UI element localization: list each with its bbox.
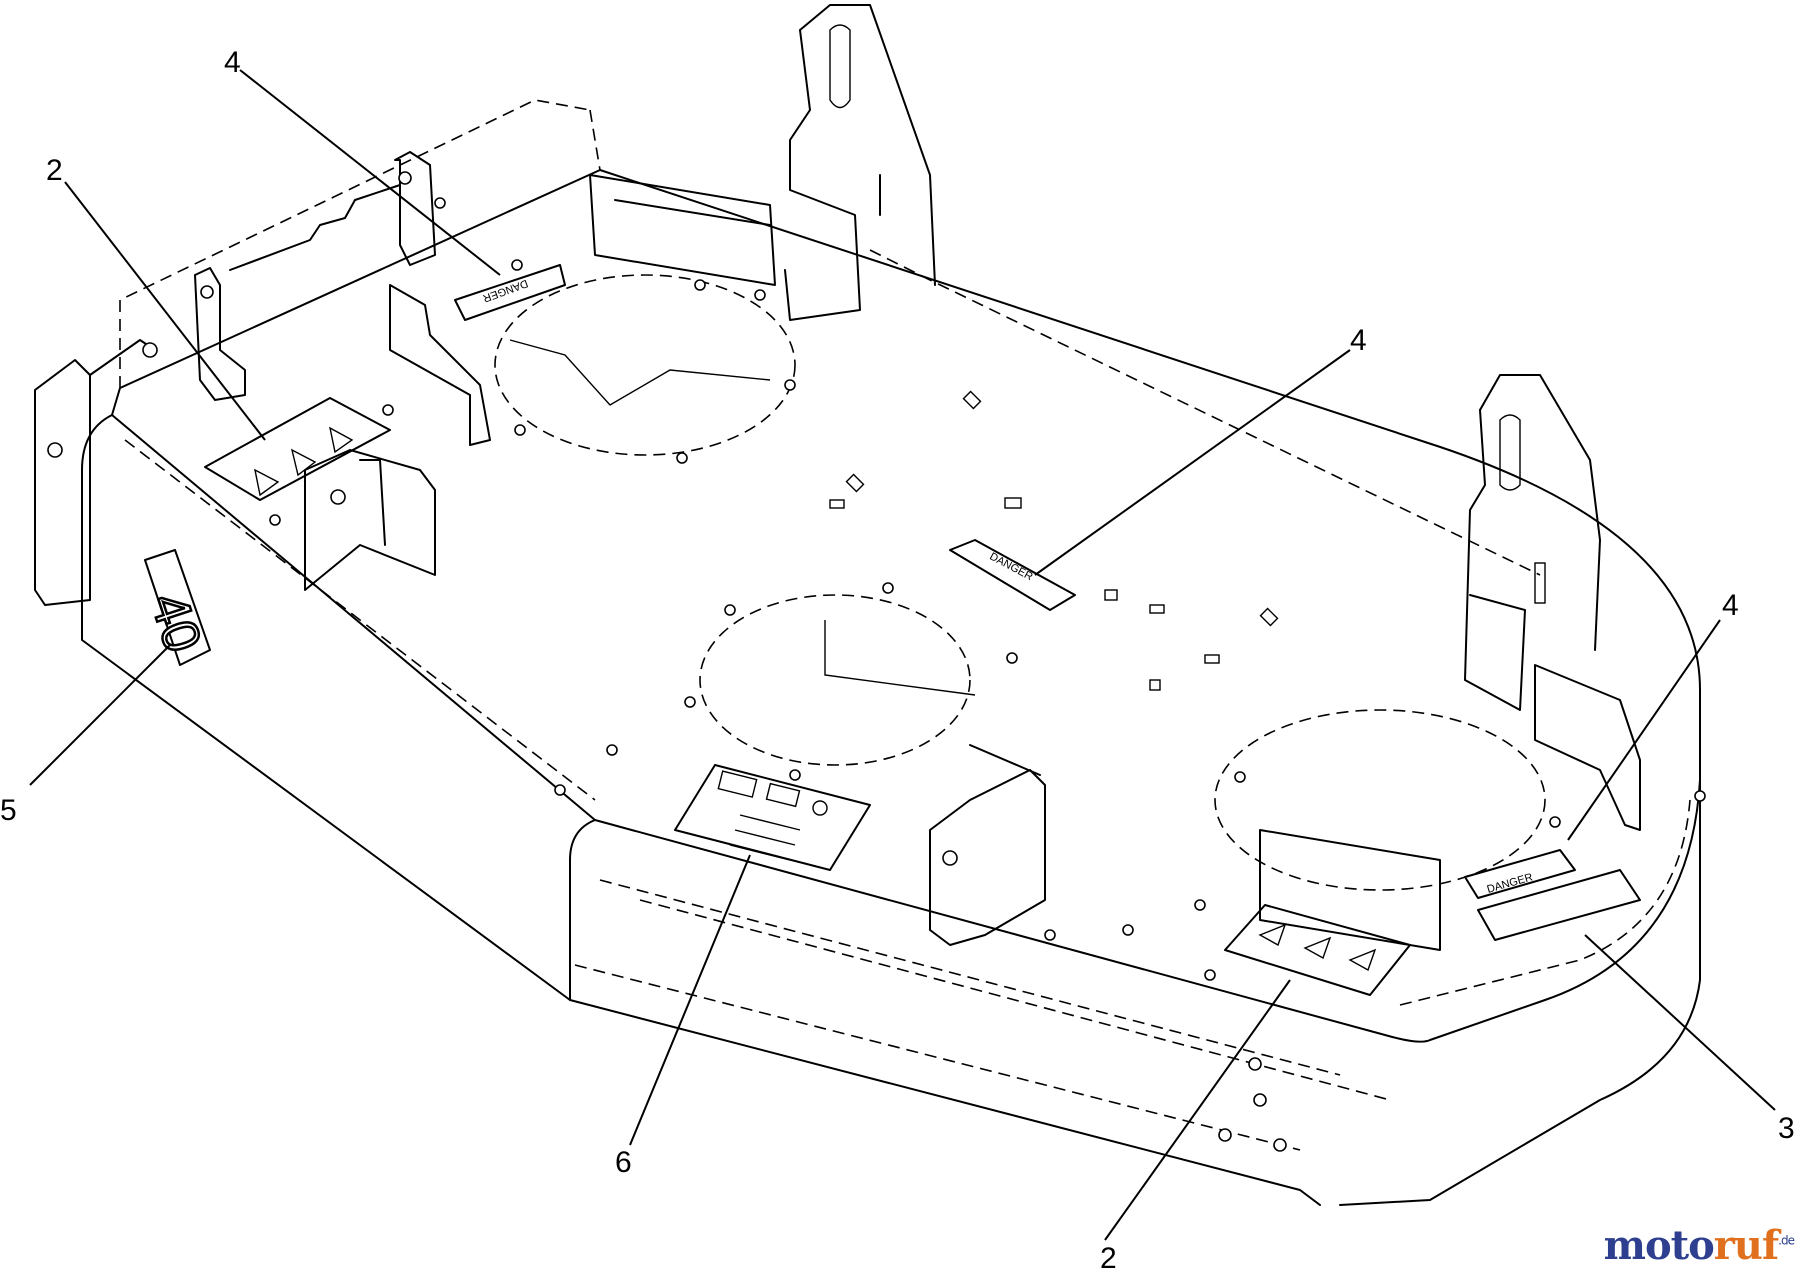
danger-decal-right: DANGER <box>1464 849 1576 899</box>
leader-lines <box>29 69 1776 1241</box>
callout-2-bottom: 2 <box>1100 1242 1117 1273</box>
watermark-suffix: .de <box>1778 1233 1795 1248</box>
blade-openings <box>494 274 1546 891</box>
leader-2-left <box>64 181 266 441</box>
callout-6: 6 <box>615 1146 632 1179</box>
danger-decal-center: DANGER <box>949 539 1076 611</box>
arrow-decal-left <box>204 397 391 501</box>
callout-4-right: 4 <box>1722 589 1739 622</box>
deck-body <box>34 4 1701 1206</box>
watermark-part1: moto <box>1603 1222 1715 1269</box>
deck-size-text: 40 <box>139 586 212 659</box>
callout-4-mid: 4 <box>1350 324 1367 357</box>
leader-5 <box>29 644 171 786</box>
callout-4-top: 4 <box>224 46 241 79</box>
leader-4-top <box>239 69 501 276</box>
bolt-holes <box>269 197 1706 1152</box>
leader-4-right <box>1567 619 1721 841</box>
leader-6 <box>629 854 751 1146</box>
danger-decal-center-text: DANGER <box>987 551 1034 584</box>
deck-size-decal: 40 <box>138 549 213 666</box>
callout-2-left: 2 <box>46 154 63 187</box>
watermark-part2: ruf <box>1713 1222 1779 1269</box>
danger-decal-right-text: DANGER <box>1486 871 1535 896</box>
leader-3 <box>1584 934 1776 1111</box>
decal-item-3 <box>1477 869 1641 941</box>
callout-3: 3 <box>1778 1112 1795 1145</box>
watermark-logo: motoruf.de <box>1603 1222 1795 1269</box>
callouts: 4 2 4 4 5 6 2 3 <box>0 46 1795 1273</box>
callout-5: 5 <box>0 794 17 827</box>
arrow-decal-bottom <box>1224 904 1411 996</box>
leader-2-bottom <box>1104 979 1291 1241</box>
operation-decal <box>674 764 871 871</box>
danger-decal-rear: DANGER <box>454 264 566 321</box>
leader-4-mid <box>1034 349 1351 576</box>
